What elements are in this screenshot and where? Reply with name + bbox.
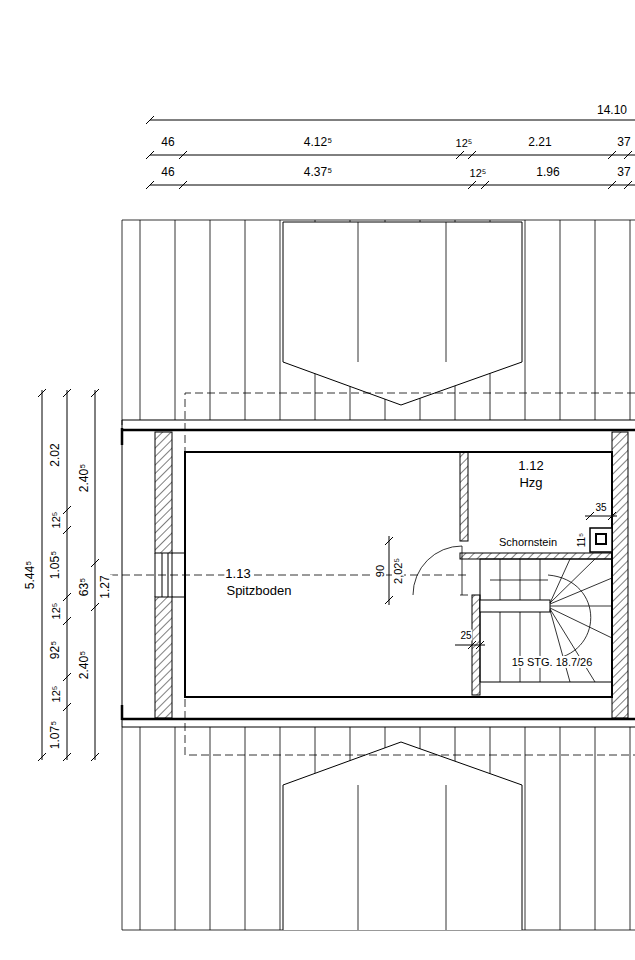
dimension-line [42, 120, 635, 760]
dimension-text: 2.02 [49, 442, 62, 467]
dimension-text: 37 [616, 166, 631, 179]
room-name: Spitzboden [225, 584, 292, 598]
chimney-flue [596, 534, 606, 544]
dimension-text: 2,02⁵ [392, 557, 404, 585]
dimension-text: 1.05⁵ [49, 550, 62, 580]
dormer [283, 222, 522, 930]
wall-hatch [612, 432, 628, 718]
stair-steps [490, 559, 612, 682]
dimension-text: 5.44⁵ [24, 560, 37, 590]
dimension-text: 4.12⁵ [303, 136, 333, 149]
dimension-text: 12⁵ [50, 511, 62, 530]
dimension-text: 14.10 [596, 104, 628, 117]
stair-note: 15 STG. 18.7/26 [511, 656, 594, 668]
dimension-text: 92⁵ [49, 640, 62, 660]
dimension-text: 37 [616, 136, 631, 149]
dimension-text: 46 [160, 166, 175, 179]
dimension-text: 2.21 [527, 136, 552, 149]
chimney [590, 528, 612, 552]
room-area: 1.13Spitzboden [187, 454, 457, 695]
dimension-text: 12⁵ [455, 137, 474, 149]
dimension-text: 90 [374, 564, 386, 578]
wall-hatch [460, 452, 468, 541]
stair-rail [480, 600, 550, 612]
room-number: 1.12 [517, 459, 544, 473]
dimension-text: 63⁵ [78, 577, 91, 597]
dimension-text: 12⁵ [469, 167, 488, 179]
dimension-text: 1.07⁵ [49, 720, 62, 750]
dimension-text: 1.27 [99, 574, 112, 599]
dashed-outline [110, 393, 635, 755]
dimension-text: 11⁵ [576, 532, 587, 549]
eave-lines [122, 420, 635, 727]
room-number: 1.13 [224, 567, 251, 581]
wall-hatch [155, 432, 172, 553]
dimension-text: 35 [594, 502, 607, 513]
wall-hatch [155, 597, 172, 718]
outer-wall [122, 428, 635, 720]
dimension-text: 12⁵ [50, 602, 62, 621]
door-swing [413, 546, 468, 595]
dimension-text: 2.40⁵ [78, 463, 91, 493]
dimension-text: 25 [459, 630, 472, 641]
dimension-text: 2.40⁵ [78, 650, 91, 680]
dormer-lines [358, 222, 446, 930]
dimension-tick [38, 116, 632, 761]
dimension-text: 4.37⁵ [303, 166, 333, 179]
dimension-text: 12⁵ [50, 685, 62, 704]
dimension-text: 1.96 [535, 166, 560, 179]
room-name: Hzg [518, 476, 543, 490]
wall-hatch [460, 553, 612, 559]
wall-hatch [472, 595, 480, 695]
room-outline [185, 452, 612, 697]
dimension-text: 46 [160, 136, 175, 149]
stair-outline [480, 559, 612, 682]
chimney-label: Schornstein [498, 536, 558, 548]
window [155, 553, 185, 597]
